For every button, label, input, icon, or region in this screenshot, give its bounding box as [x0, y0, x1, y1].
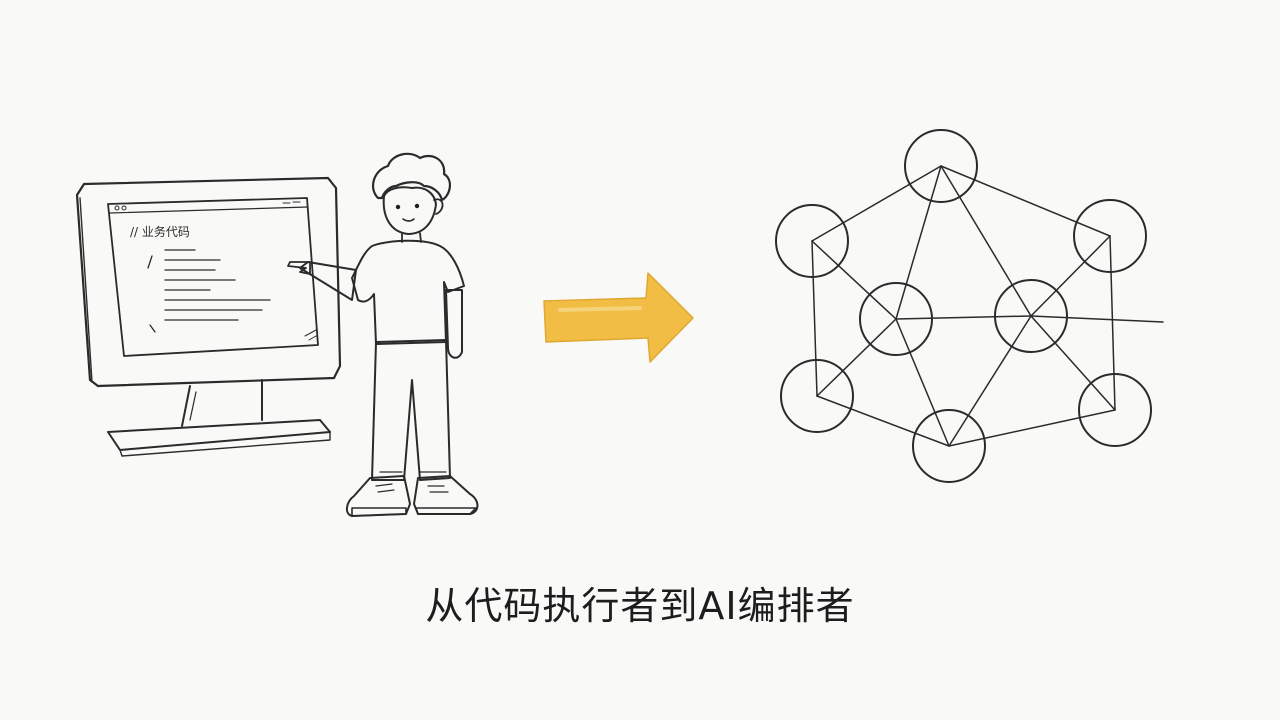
computer-monitor-icon: // 业务代码: [75, 176, 342, 457]
pants: [371, 339, 451, 481]
right-arrow-icon: [543, 272, 694, 363]
network-node: [1073, 199, 1147, 273]
network-node: [775, 204, 849, 278]
network-node: [780, 359, 854, 433]
slide-caption: 从代码执行者到AI编排者: [425, 584, 855, 628]
left-shoe: [346, 475, 411, 517]
code-comment-label: // 业务代码: [130, 224, 190, 239]
network-node: [912, 409, 986, 483]
network-node: [994, 279, 1068, 353]
network-node: [904, 129, 978, 203]
network-node: [1078, 373, 1152, 447]
developer-person-icon: [287, 152, 479, 517]
network-edges: [811, 165, 1164, 447]
code-lines: // 业务代码: [130, 224, 271, 333]
network-graph-icon: [775, 129, 1164, 483]
network-node: [859, 282, 933, 356]
